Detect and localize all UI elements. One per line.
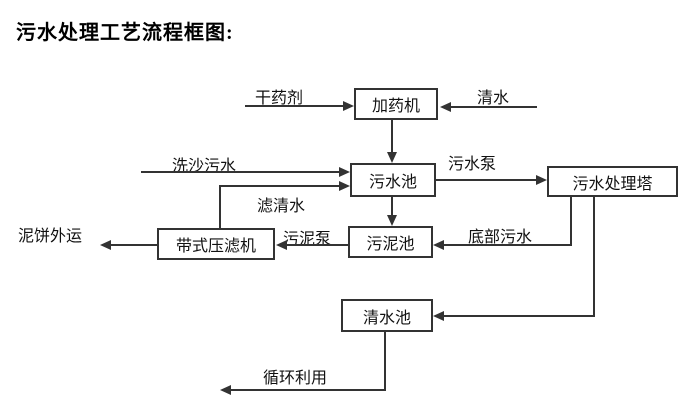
edge-recycle-vline bbox=[384, 332, 386, 391]
sand-washing-arrowhead-icon bbox=[339, 167, 350, 177]
sewage-pump-arrowhead-icon bbox=[536, 175, 547, 185]
edge-clean-water-line bbox=[449, 106, 537, 108]
edge-label-mud-cake-out: 泥饼外运 bbox=[18, 228, 83, 245]
dry-agent-arrowhead-icon bbox=[343, 101, 354, 111]
sewage-to-sludge-arrowhead-icon bbox=[387, 215, 397, 226]
edge-label-clean-water: 清水 bbox=[477, 90, 510, 107]
node-dosing-machine: 加药机 bbox=[354, 88, 438, 120]
filtered-water-arrowhead-icon bbox=[339, 181, 350, 191]
clean-water-arrowhead-icon bbox=[440, 102, 451, 112]
node-treatment-tower: 污水处理塔 bbox=[547, 166, 678, 197]
edge-dosing-to-sewage-line bbox=[391, 120, 393, 153]
edge-bottom-sewage-vline bbox=[570, 197, 572, 246]
node-sludge-pool: 污泥池 bbox=[348, 226, 433, 258]
edge-sewage-to-sludge-line bbox=[391, 197, 393, 216]
tower-to-clean-arrowhead-icon bbox=[433, 311, 444, 321]
edge-label-bottom-sewage: 底部污水 bbox=[468, 229, 533, 246]
sludge-pump-arrowhead-icon bbox=[276, 240, 287, 250]
edge-filtered-water-hline bbox=[219, 185, 340, 187]
edge-tower-to-clean-vline bbox=[593, 197, 595, 317]
edge-dry-agent-line bbox=[245, 105, 343, 107]
edge-recycle-hline bbox=[230, 389, 386, 391]
edge-sludge-pump-line bbox=[286, 244, 348, 246]
edge-filtered-water-vline bbox=[219, 185, 221, 228]
page-title: 污水处理工艺流程框图: bbox=[16, 22, 234, 44]
edge-label-filtered-water: 滤清水 bbox=[257, 198, 306, 215]
node-clean-water-pool: 清水池 bbox=[341, 299, 433, 332]
edge-label-recycle-use: 循环利用 bbox=[263, 370, 328, 387]
edge-label-sand-washing-sewage: 洗沙污水 bbox=[172, 158, 237, 175]
dosing-to-sewage-arrowhead-icon bbox=[387, 152, 397, 163]
edge-bottom-sewage-hline bbox=[443, 244, 572, 246]
bottom-sewage-arrowhead-icon bbox=[433, 240, 444, 250]
node-sewage-pool: 污水池 bbox=[350, 163, 436, 197]
edge-label-sludge-pump: 污泥泵 bbox=[283, 231, 332, 248]
mud-cake-arrowhead-icon bbox=[100, 240, 111, 250]
edge-sand-washing-line bbox=[141, 171, 340, 173]
node-belt-filter-press: 带式压滤机 bbox=[157, 228, 275, 260]
edge-label-sewage-pump: 污水泵 bbox=[448, 156, 497, 173]
recycle-arrowhead-icon bbox=[220, 385, 231, 395]
edge-tower-to-clean-hline bbox=[443, 315, 595, 317]
edge-mud-cake-line bbox=[110, 244, 157, 246]
edge-sewage-pump-line bbox=[436, 179, 537, 181]
edge-label-dry-agent: 干药剂 bbox=[255, 90, 304, 107]
